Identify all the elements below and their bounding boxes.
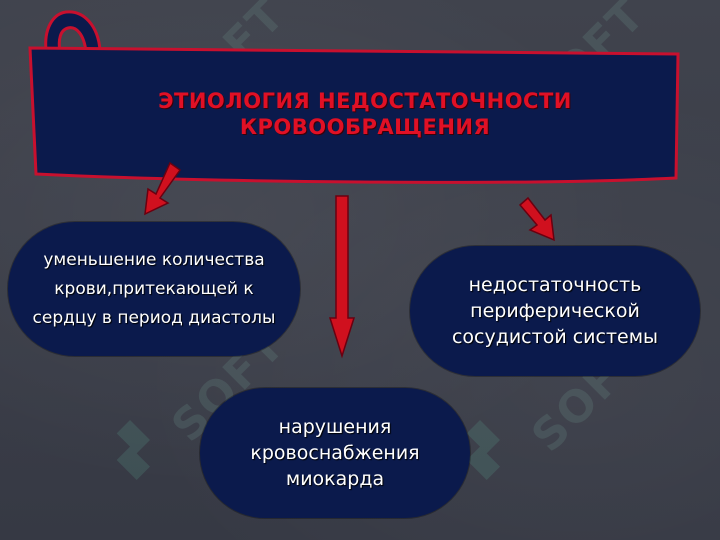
node-right-line-1: недостаточность xyxy=(468,274,642,296)
arrow-to-bottom-node xyxy=(328,195,356,359)
node-bottom-line-2: кровоснабжения xyxy=(250,442,420,464)
node-left: уменьшение количества крови,притекающей … xyxy=(8,222,300,356)
node-right-line-2: периферической xyxy=(470,300,640,322)
page-title: ЭТИОЛОГИЯ НЕДОСТАТОЧНОСТИ КРОВООБРАЩЕНИЯ xyxy=(80,88,650,140)
title-line-2: КРОВООБРАЩЕНИЯ xyxy=(239,115,491,139)
arrow-to-right-node xyxy=(518,196,555,242)
title-line-1: ЭТИОЛОГИЯ НЕДОСТАТОЧНОСТИ xyxy=(158,89,572,113)
watermark-logo-icon xyxy=(116,420,150,480)
arrow-to-left-node xyxy=(144,161,182,216)
watermark-logo-icon xyxy=(466,420,500,480)
node-bottom: нарушения кровоснабжения миокарда xyxy=(200,388,470,518)
node-bottom-line-3: миокарда xyxy=(285,468,385,490)
node-right: недостаточность периферической сосудисто… xyxy=(410,246,700,376)
node-right-line-3: сосудистой системы xyxy=(451,326,659,348)
node-left-line-1: уменьшение количества xyxy=(43,249,265,270)
node-left-line-2: крови,притекающей к xyxy=(54,278,254,299)
title-banner xyxy=(28,10,680,184)
node-left-line-3: сердцу в период диастолы xyxy=(32,307,276,328)
node-bottom-line-1: нарушения xyxy=(278,416,392,438)
